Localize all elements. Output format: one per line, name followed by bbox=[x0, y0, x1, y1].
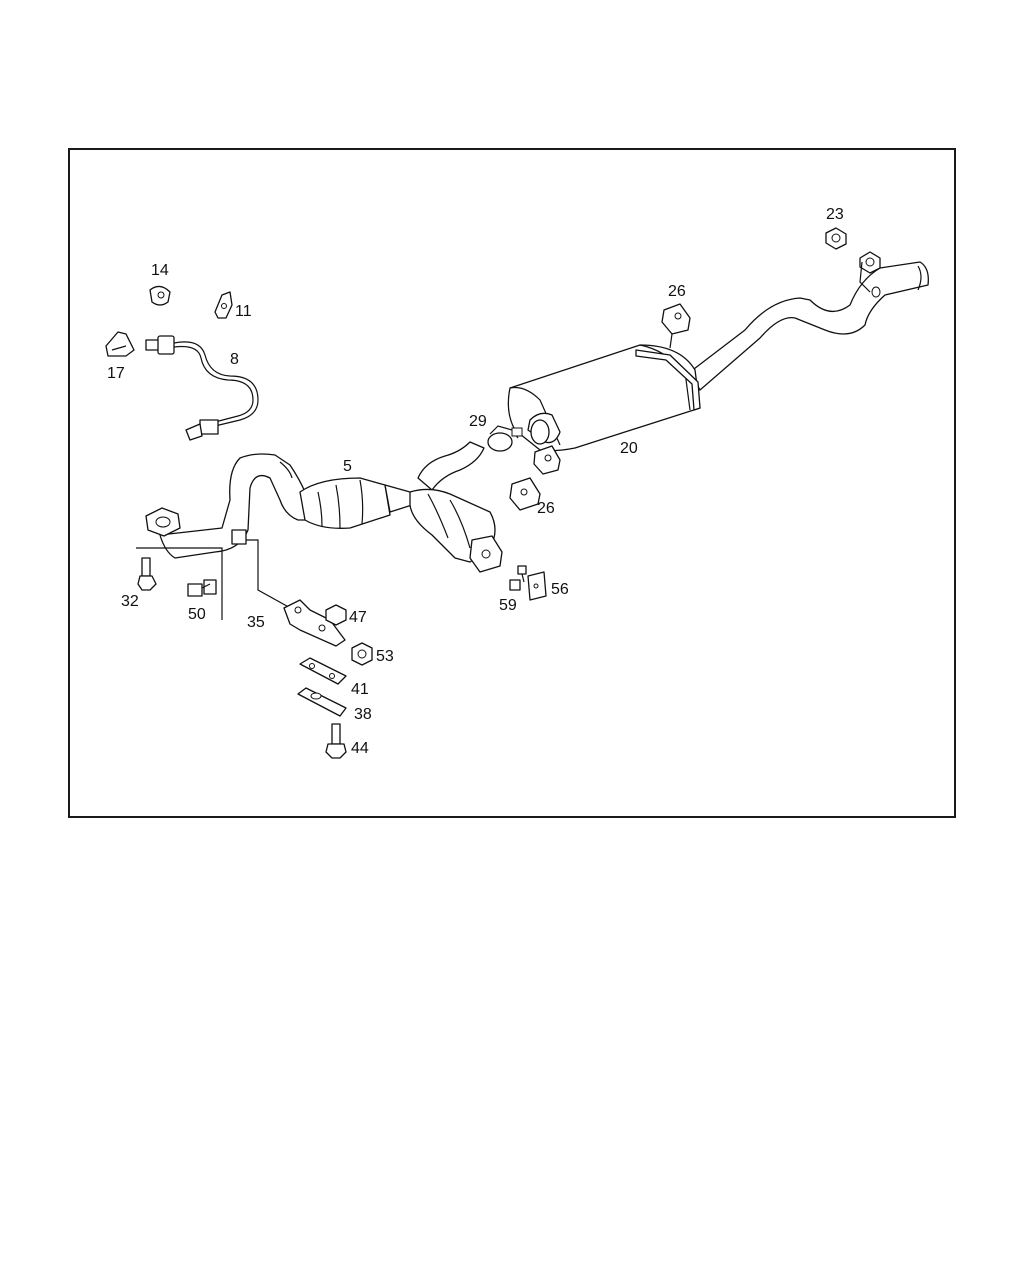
label-11: 11 bbox=[235, 303, 252, 320]
label-14: 14 bbox=[151, 262, 169, 279]
clamp-29 bbox=[487, 425, 523, 452]
nut-53 bbox=[351, 642, 373, 666]
bracket-11 bbox=[214, 291, 233, 319]
bracket-35 bbox=[231, 529, 346, 647]
label-44: 44 bbox=[351, 740, 369, 757]
label-38: 38 bbox=[354, 706, 372, 723]
plate-41 bbox=[299, 657, 347, 685]
intermediate-pipe bbox=[417, 441, 485, 491]
label-26-top: 26 bbox=[668, 283, 686, 300]
label-26-mid: 26 bbox=[537, 500, 555, 517]
clip-17 bbox=[105, 331, 135, 357]
label-20: 20 bbox=[620, 440, 638, 457]
label-35: 35 bbox=[247, 614, 265, 631]
label-56: 56 bbox=[551, 581, 569, 598]
label-8: 8 bbox=[230, 351, 239, 368]
part-labels: 5 8 11 14 17 20 23 26 26 29 32 35 38 41 … bbox=[107, 206, 844, 757]
tailpipe bbox=[689, 261, 929, 391]
nut-23 bbox=[825, 227, 847, 250]
label-32: 32 bbox=[121, 593, 139, 610]
bolt-59 bbox=[509, 565, 527, 591]
plate-38 bbox=[297, 687, 347, 717]
rubber-mount-mid bbox=[509, 477, 541, 511]
label-17: 17 bbox=[107, 365, 125, 382]
label-29: 29 bbox=[469, 413, 487, 430]
tailpipe-hanger bbox=[859, 251, 881, 298]
plate-56 bbox=[527, 571, 547, 601]
rubber-mount-muffler bbox=[533, 445, 561, 475]
rear-muffler bbox=[507, 344, 701, 452]
label-59: 59 bbox=[499, 597, 517, 614]
bolt-44 bbox=[325, 723, 347, 759]
clip-14 bbox=[149, 285, 171, 306]
rubber-mount-top bbox=[661, 303, 691, 349]
oxygen-sensor bbox=[145, 335, 259, 441]
label-53: 53 bbox=[376, 648, 394, 665]
label-50: 50 bbox=[188, 606, 206, 623]
diagram-frame bbox=[68, 148, 956, 818]
clamp-50 bbox=[187, 579, 217, 597]
nut-47 bbox=[325, 604, 347, 626]
label-5: 5 bbox=[343, 458, 352, 475]
label-47: 47 bbox=[349, 609, 367, 626]
label-23: 23 bbox=[826, 206, 844, 223]
bolt-32 bbox=[136, 547, 223, 620]
label-41: 41 bbox=[351, 681, 369, 698]
front-pipe-assembly bbox=[145, 453, 503, 573]
